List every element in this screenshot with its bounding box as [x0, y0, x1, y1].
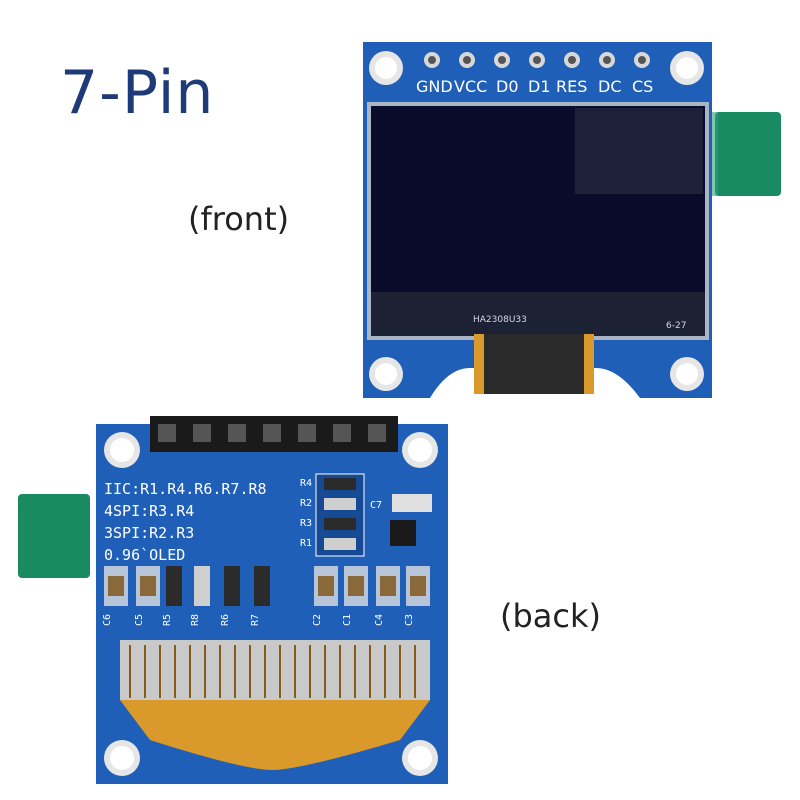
label-r5: R5 — [162, 614, 173, 626]
protective-film — [575, 108, 703, 194]
date-code: 6-27 — [666, 321, 686, 331]
label-r6: R6 — [220, 614, 231, 626]
front-mount-holes — [369, 51, 704, 391]
pin-label-d0: D0 — [496, 77, 519, 96]
back-mount-holes — [104, 432, 438, 776]
pin-label-res: RES — [556, 77, 587, 96]
back-board: IIC:R1.R4.R6.R7.R8 4SPI:R3.R4 3SPI:R2.R3… — [18, 416, 448, 784]
silk-4spi: 4SPI:R3.R4 — [104, 502, 194, 520]
silk-iic: IIC:R1.R4.R6.R7.R8 — [104, 480, 267, 498]
front-caption: (front) — [188, 200, 290, 238]
res-label-r4: R4 — [300, 478, 312, 489]
label-c5: C5 — [134, 614, 145, 626]
back-tab — [18, 494, 90, 578]
label-r8: R8 — [190, 614, 201, 626]
cap-c7 — [392, 494, 432, 512]
label-c4: C4 — [374, 614, 385, 626]
cap-label-c7: C7 — [370, 500, 382, 511]
label-r7: R7 — [250, 614, 261, 626]
res-label-r2: R2 — [300, 498, 312, 509]
pin-label-vcc: VCC — [454, 77, 487, 96]
pin-label-cs: CS — [632, 77, 653, 96]
pin-label-dc: DC — [598, 77, 622, 96]
silk-3spi: 3SPI:R2.R3 — [104, 524, 194, 542]
front-pin-pads — [424, 52, 650, 68]
res-label-r1: R1 — [300, 538, 312, 549]
resistor-block — [315, 473, 365, 557]
label-c1: C1 — [342, 614, 353, 626]
front-flex-cable — [474, 334, 594, 394]
front-tab — [715, 112, 781, 196]
silk-oled: 0.96`OLED — [104, 546, 185, 564]
regulator-chip — [390, 520, 416, 546]
page-title: 7-Pin — [60, 58, 215, 128]
pin-label-d1: D1 — [528, 77, 551, 96]
component-row — [104, 566, 430, 606]
res-label-r3: R3 — [300, 518, 312, 529]
label-c3: C3 — [404, 614, 415, 626]
back-flex-cable — [120, 640, 430, 770]
header-pins — [150, 416, 398, 452]
front-board: GND VCC D0 D1 RES DC CS HA2308U33 6-27 — [363, 42, 781, 398]
label-c2: C2 — [312, 614, 323, 626]
back-caption: (back) — [500, 597, 602, 635]
panel-code: HA2308U33 — [473, 315, 527, 325]
label-c6: C6 — [102, 614, 113, 626]
pin-label-gnd: GND — [416, 77, 453, 96]
